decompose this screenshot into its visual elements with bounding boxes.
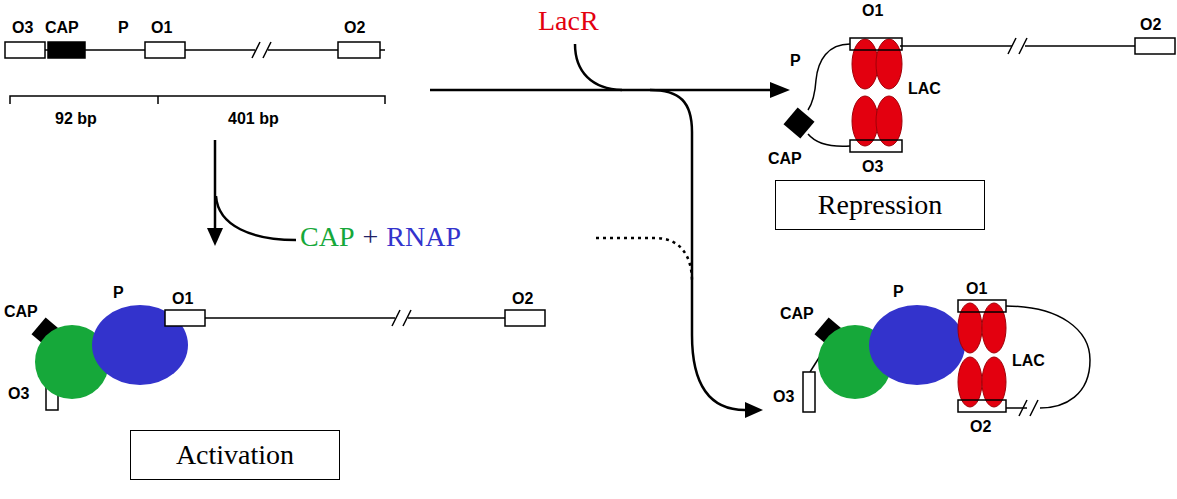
part-label: O2 xyxy=(1140,16,1161,34)
state-box: Repression xyxy=(775,180,985,230)
part-label: CAP xyxy=(768,150,802,168)
state-label: Repression xyxy=(818,189,942,221)
part-label: O1 xyxy=(862,2,883,20)
repressor-label: LacR xyxy=(538,6,599,37)
part-label: O3 xyxy=(8,385,29,403)
part-label: O1 xyxy=(172,290,193,308)
part-label: P xyxy=(113,284,124,302)
part-label: LAC xyxy=(1012,352,1045,370)
part-label: P xyxy=(790,52,801,70)
part-label: O2 xyxy=(512,290,533,308)
part-label: O3 xyxy=(773,388,794,406)
part-label: O1 xyxy=(966,280,987,298)
part-label: O2 xyxy=(344,19,365,37)
part-label: O3 xyxy=(12,19,33,37)
state-label: Activation xyxy=(176,439,294,471)
protein-label: CAP xyxy=(300,222,354,253)
part-label: 92 bp xyxy=(55,110,97,128)
part-label: P xyxy=(118,19,129,37)
part-label: CAP xyxy=(45,19,79,37)
part-label: LAC xyxy=(908,80,941,98)
part-label: O1 xyxy=(151,19,172,37)
part-label: 401 bp xyxy=(228,110,279,128)
protein-label: RNAP xyxy=(386,222,461,253)
part-label: O3 xyxy=(862,158,883,176)
part-label: CAP xyxy=(4,303,38,321)
part-label: P xyxy=(893,283,904,301)
state-box: Activation xyxy=(130,430,340,480)
protein-label: + xyxy=(362,222,378,253)
part-label: CAP xyxy=(780,305,814,323)
part-label: O2 xyxy=(970,418,991,436)
